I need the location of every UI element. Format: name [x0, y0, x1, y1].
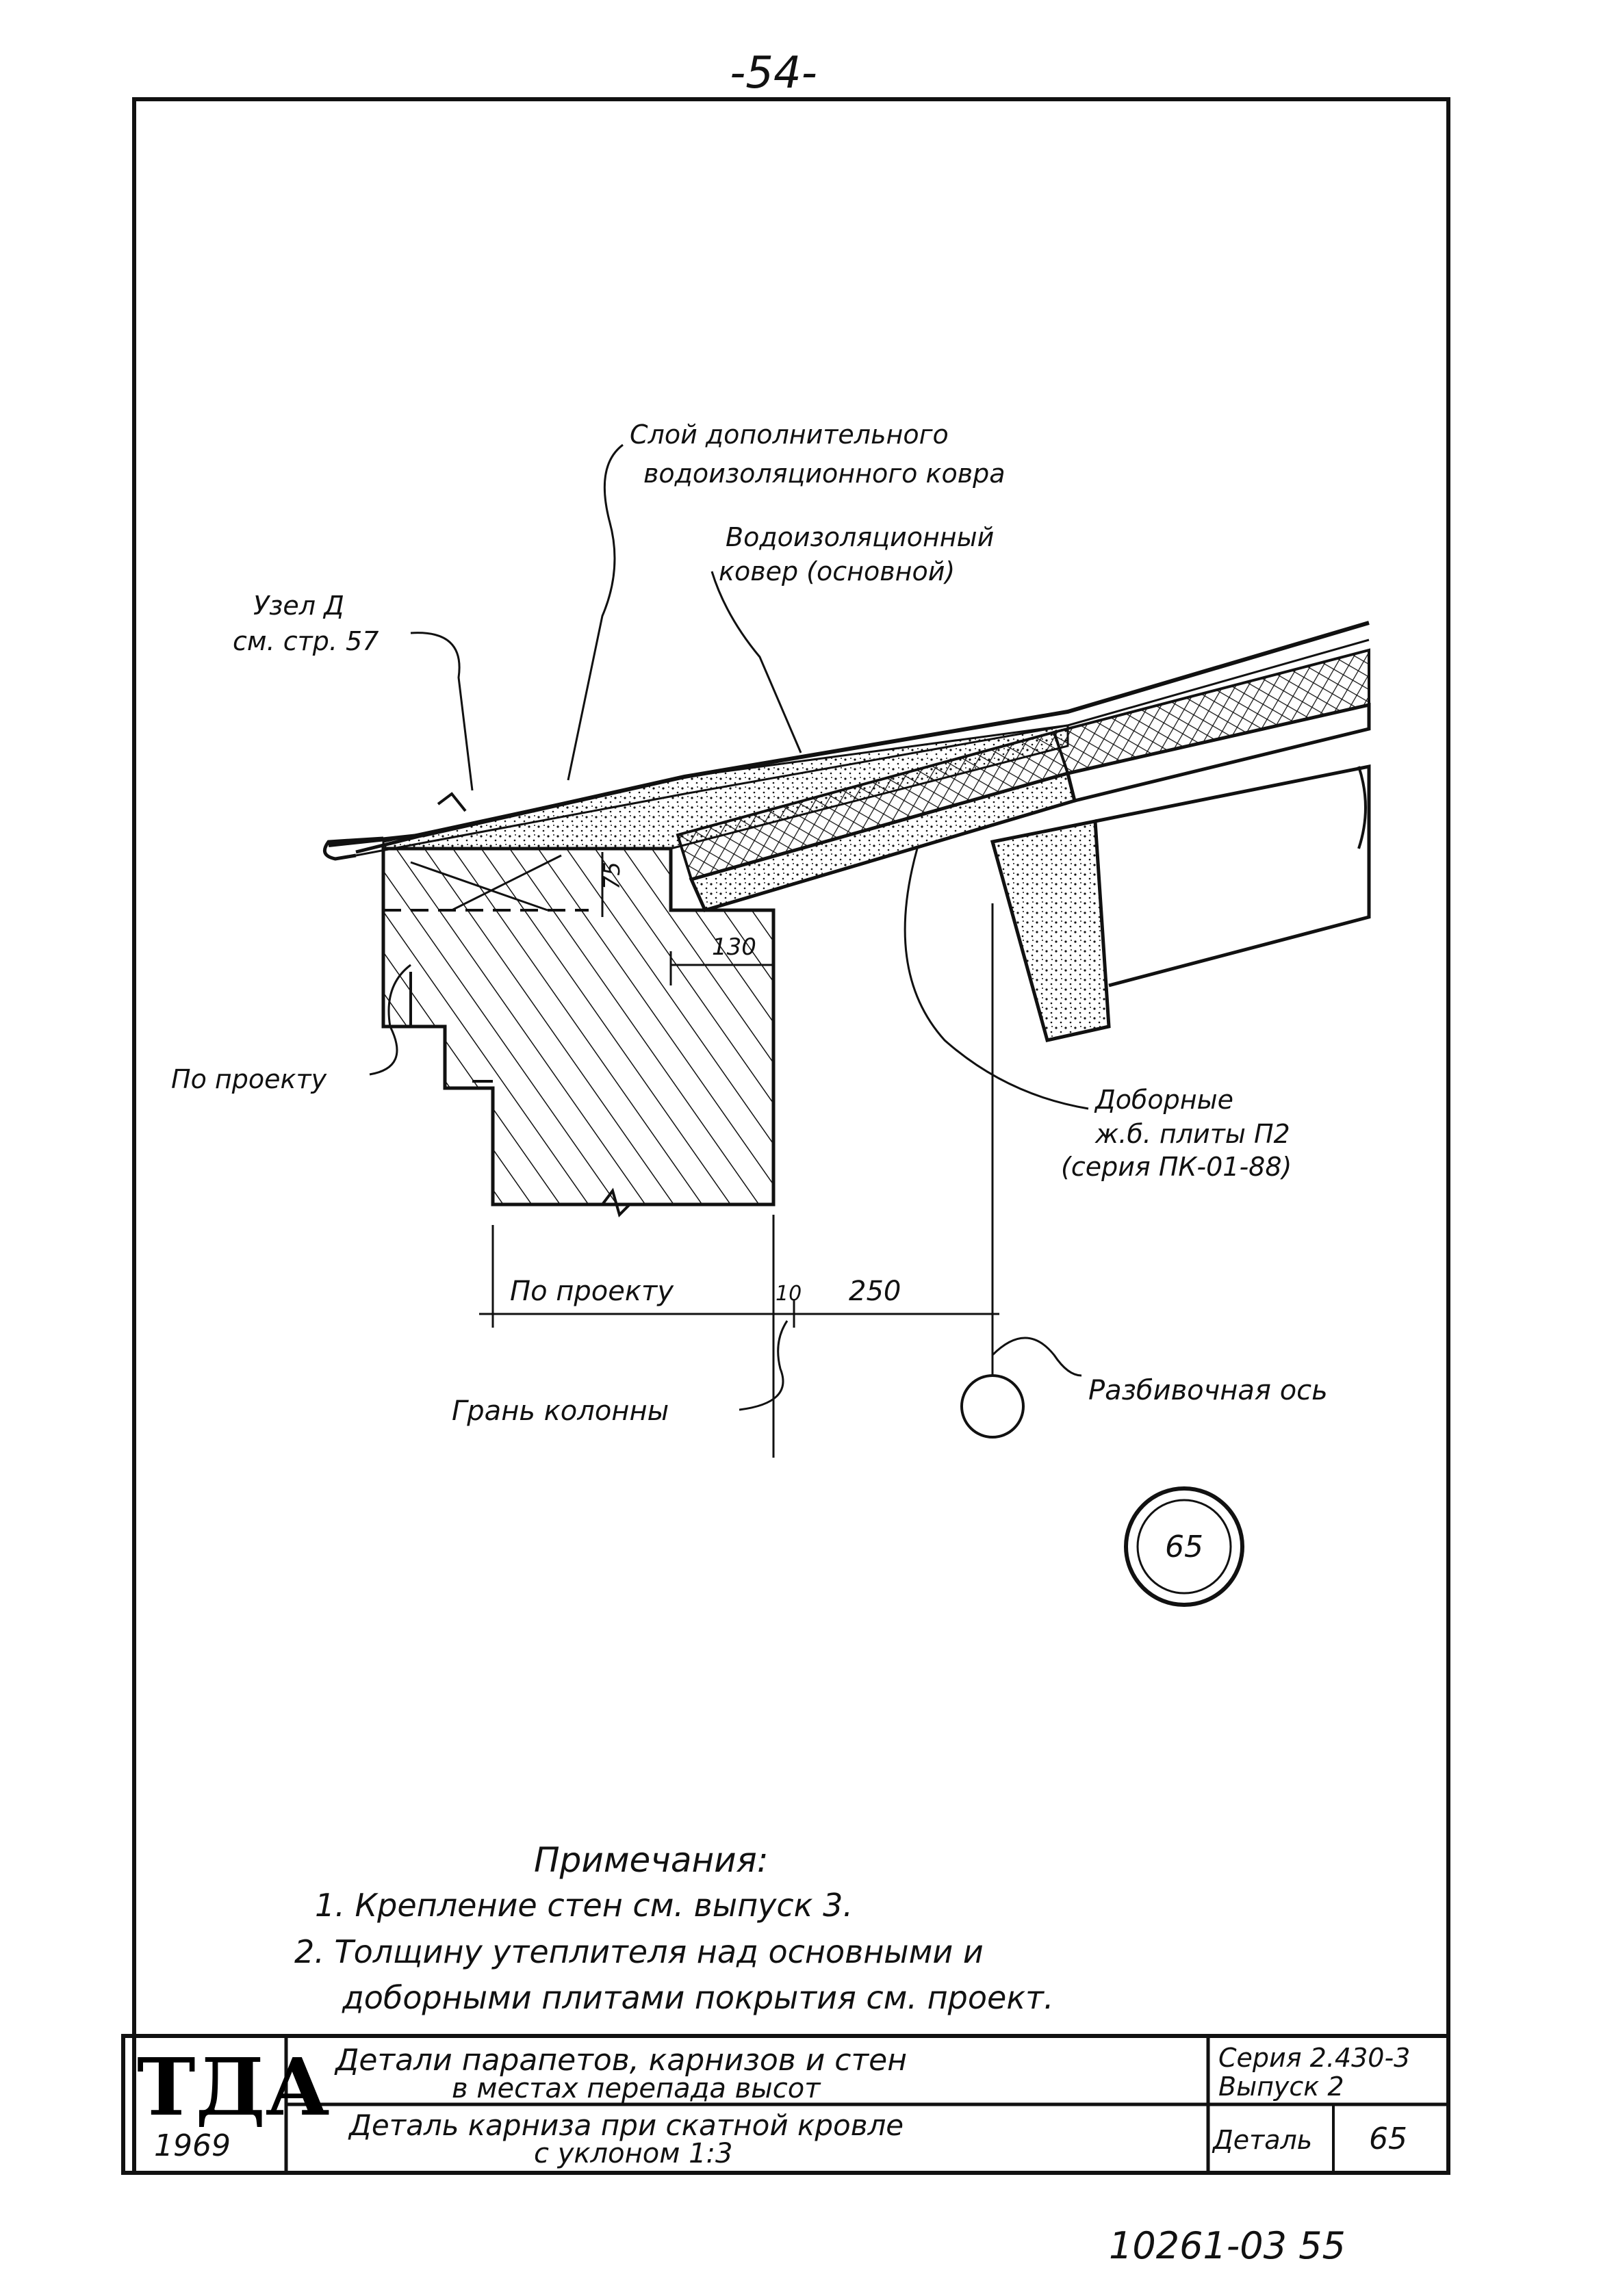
note-item-2: 2. Толщину утеплителя над основными и [294, 1933, 984, 1970]
year: 1969 [154, 2128, 231, 2163]
series: Серия 2.430-3 [1218, 2043, 1410, 2073]
label-column-face: Грань колонны [452, 1395, 669, 1427]
label-node-line1: Узел Д [253, 591, 344, 621]
title-line2: в местах перепада высот [452, 2073, 821, 2104]
detail-label: Деталь [1212, 2125, 1312, 2155]
note-item-3: доборными плитами покрытия см. проект. [342, 1979, 1054, 2016]
wall-section [381, 847, 776, 1207]
label-node-line2: см. стр. 57 [233, 626, 379, 656]
detail-mark-number: 65 [1165, 1530, 1203, 1564]
subtitle-line1: Деталь карниза при скатной кровле [348, 2108, 904, 2142]
drawing-labels: Слой дополнительного водоизоляционного к… [171, 420, 1328, 1564]
footer-code: 10261-03 55 [1109, 2224, 1346, 2267]
label-main-carpet-line2: ковер (основной) [719, 556, 955, 586]
subtitle-line2: с уклоном 1:3 [534, 2138, 732, 2169]
cornice-detail-drawing [322, 443, 1371, 1607]
dim-75: 75 [599, 862, 625, 890]
dim-by-project: По проекту [510, 1276, 674, 1307]
axis-marker [960, 1374, 1025, 1439]
title-block: ТДА 1969 Детали парапетов, карнизов и ст… [121, 2034, 1450, 2175]
label-slabs-line1: Доборные [1094, 1085, 1233, 1115]
label-layer-line2: водоизоляционного ковра [643, 459, 1006, 489]
roofing-carpet [328, 621, 1370, 847]
label-layer-line1: Слой дополнительного [630, 420, 949, 450]
label-axis: Разбивочная ось [1088, 1375, 1328, 1406]
label-by-project-left: По проекту [171, 1064, 327, 1094]
label-slabs-line3: (серия ПК-01-88) [1061, 1152, 1292, 1182]
notes: Примечания: 1. Крепление стен см. выпуск… [294, 1840, 1054, 2016]
dim-130: 130 [712, 933, 756, 961]
title-line1: Детали парапетов, карнизов и стен [334, 2043, 907, 2078]
label-slabs-line2: ж.б. плиты П2 [1094, 1119, 1290, 1149]
note-item-1: 1. Крепление стен см. выпуск 3. [315, 1887, 853, 1924]
detail-number: 65 [1369, 2121, 1407, 2156]
support-rib [990, 818, 1111, 1042]
logo: ТДА [137, 2041, 330, 2134]
notes-heading: Примечания: [534, 1840, 769, 1880]
label-main-carpet-line1: Водоизоляционный [726, 522, 994, 552]
dim-10: 10 [776, 1282, 802, 1306]
issue: Выпуск 2 [1218, 2072, 1344, 2102]
dim-250: 250 [849, 1276, 901, 1307]
detail-mark [1124, 1486, 1244, 1607]
page-number: -54- [730, 48, 817, 99]
eaves-flashing [322, 833, 425, 861]
